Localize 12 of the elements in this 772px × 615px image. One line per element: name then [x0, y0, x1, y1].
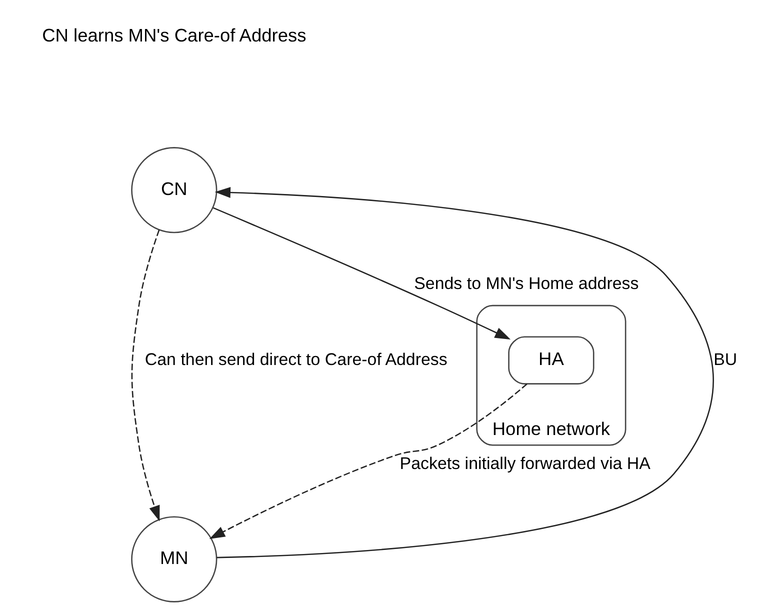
arrow — [130, 230, 160, 522]
edge-label: Sends to MN's Home address — [414, 274, 638, 294]
edge-label: BU — [713, 350, 737, 369]
node-circle: MN — [130, 516, 217, 602]
node-circle: CN — [130, 147, 217, 234]
arrow — [214, 187, 714, 558]
edge-label: Can then send direct to Care-of Address — [144, 350, 447, 369]
arrow — [208, 384, 527, 539]
node-box: HA — [508, 336, 594, 384]
label: CN learns MN's Care-of Address — [42, 24, 306, 46]
edge-label: Packets initially forwarded via HA — [399, 454, 650, 474]
arrow — [212, 207, 510, 340]
